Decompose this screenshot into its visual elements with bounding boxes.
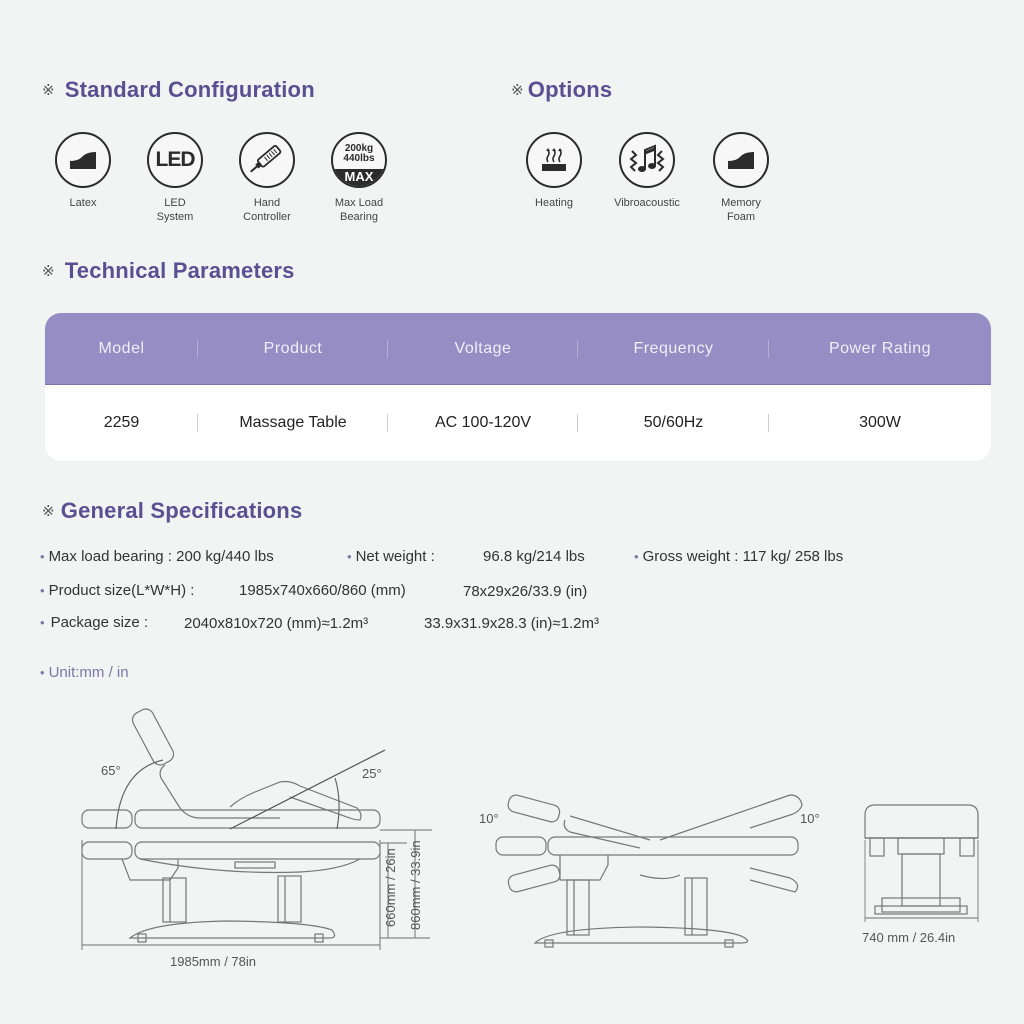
cell-product: Massage Table — [239, 414, 347, 431]
spec-package-size-in: 33.9x31.9x28.3 (in)≈1.2m³ — [424, 615, 599, 632]
vibroacoustic-icon — [619, 132, 675, 188]
option-memory-foam: Memory Foam — [695, 132, 787, 224]
header-power-rating: Power Rating — [828, 339, 932, 357]
feature-latex: Latex — [37, 132, 129, 210]
end-view-drawing — [864, 804, 979, 922]
latex-cushion-icon — [55, 132, 111, 188]
spec-product-size-mm: 1985x740x660/860 (mm) — [239, 582, 406, 599]
spec-package-size-mm: 2040x810x720 (mm)≈1.2m³ — [184, 615, 369, 632]
cell-model: 2259 — [103, 414, 140, 431]
feature-max-load: 200kg 440lbs MAX Max Load Bearing — [313, 132, 405, 224]
height-high-label: 860mm / 33.9in — [408, 840, 423, 930]
table-header-row: Model Product Voltage Frequency Power Ra… — [45, 313, 991, 385]
reference-mark-icon: ※ — [42, 263, 55, 280]
spec-product-size: •Product size(L*W*H) : — [40, 582, 195, 599]
header-voltage: Voltage — [454, 339, 512, 357]
spec-max-load: •Max load bearing : 200 kg/440 lbs — [40, 548, 274, 565]
feature-led: LED LED System — [129, 132, 221, 224]
led-icon: LED — [147, 132, 203, 188]
cell-frequency: 50/60Hz — [643, 414, 704, 431]
tilt-right-angle-label: 10° — [800, 811, 820, 826]
header-frequency: Frequency — [633, 339, 714, 357]
memory-foam-icon — [713, 132, 769, 188]
table-row: 2259 Massage Table AC 100-120V 50/60Hz 3… — [45, 385, 991, 461]
max-load-icon: 200kg 440lbs MAX — [331, 132, 387, 188]
feature-hand-controller: Hand Controller — [221, 132, 313, 224]
technical-params-heading: ※ Technical Parameters — [42, 258, 295, 283]
angle-leg-label: 25° — [362, 766, 382, 781]
reference-mark-icon: ※ — [42, 503, 55, 520]
cell-voltage: AC 100-120V — [434, 414, 532, 431]
width-label: 740 mm / 26.4in — [862, 930, 956, 945]
general-specs-heading: ※ General Specifications — [42, 498, 303, 523]
tilt-view-drawing — [495, 794, 803, 948]
spec-net-weight-value: 96.8 kg/214 lbs — [483, 548, 585, 565]
side-view-drawing — [81, 708, 432, 950]
spec-net-weight: •Net weight : — [347, 548, 435, 565]
angle-back-label: 65° — [101, 763, 121, 778]
option-heating: Heating — [508, 132, 600, 210]
reference-mark-icon: ※ — [42, 82, 55, 99]
length-label: 1985mm / 78in — [170, 954, 256, 969]
reference-mark-icon: ※ — [511, 82, 524, 99]
standard-config-heading: ※ Standard Configuration — [42, 77, 315, 102]
header-model: Model — [98, 339, 145, 357]
spec-gross-weight: •Gross weight : 117 kg/ 258 lbs — [634, 548, 844, 565]
heating-icon — [526, 132, 582, 188]
technical-params-table: Model Product Voltage Frequency Power Ra… — [45, 313, 991, 461]
spec-product-size-in: 78x29x26/33.9 (in) — [463, 583, 588, 600]
hand-controller-icon — [239, 132, 295, 188]
options-heading: ※ Options — [511, 77, 613, 102]
tilt-left-angle-label: 10° — [479, 811, 499, 826]
header-product: Product — [263, 339, 323, 357]
height-low-label: 660mm / 26in — [383, 848, 398, 927]
cell-power-rating: 300W — [859, 414, 901, 431]
spec-package-size: •Package size : — [40, 614, 149, 631]
option-vibroacoustic: Vibroacoustic — [601, 132, 693, 210]
spec-unit: •Unit:mm / in — [40, 664, 129, 681]
